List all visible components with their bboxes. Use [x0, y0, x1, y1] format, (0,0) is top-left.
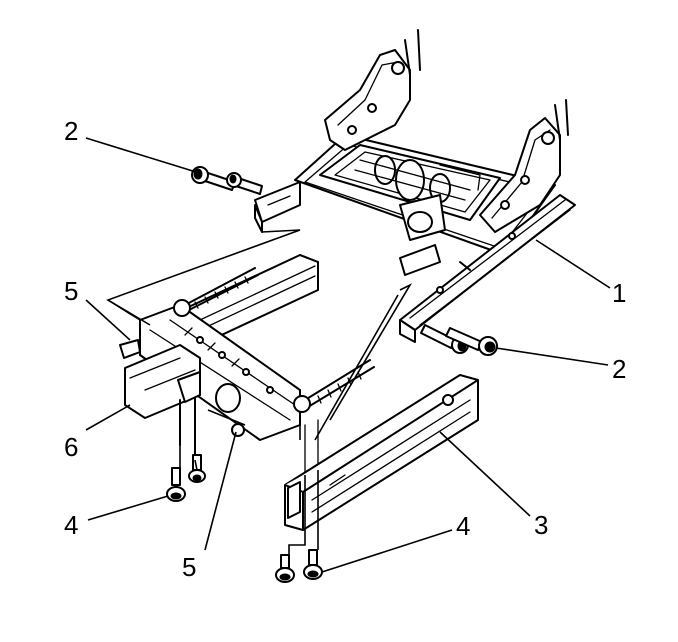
callout-3: 3: [534, 510, 548, 540]
bolt-bottom-left-b: [188, 454, 206, 483]
bolt-bottom-right-b: [303, 549, 323, 580]
callout-2-lower: 2: [612, 354, 626, 384]
callout-labels: 1 2 2 3 4 4 5 5 6: [64, 116, 626, 582]
bolt-bottom-left-a: [166, 467, 186, 502]
bolt-lower-right-b: [445, 327, 498, 356]
bolts: [166, 166, 498, 583]
callout-5-upper: 5: [64, 276, 78, 306]
leader-lines: [85, 137, 611, 573]
callout-5-lower: 5: [182, 552, 196, 582]
callout-1: 1: [612, 278, 626, 308]
bolt-upper-left-b: [226, 172, 263, 195]
callout-4-left: 4: [64, 510, 78, 540]
callout-2-upper: 2: [64, 116, 78, 146]
callout-6: 6: [64, 432, 78, 462]
alignment-lines: [106, 229, 413, 555]
seat-adjuster-frame: [254, 29, 576, 343]
lower-channel-rail: [284, 374, 479, 531]
callout-4-right: 4: [456, 511, 470, 541]
lower-track-rail-assembly: [119, 254, 375, 476]
bolt-bottom-right-a: [275, 554, 295, 583]
